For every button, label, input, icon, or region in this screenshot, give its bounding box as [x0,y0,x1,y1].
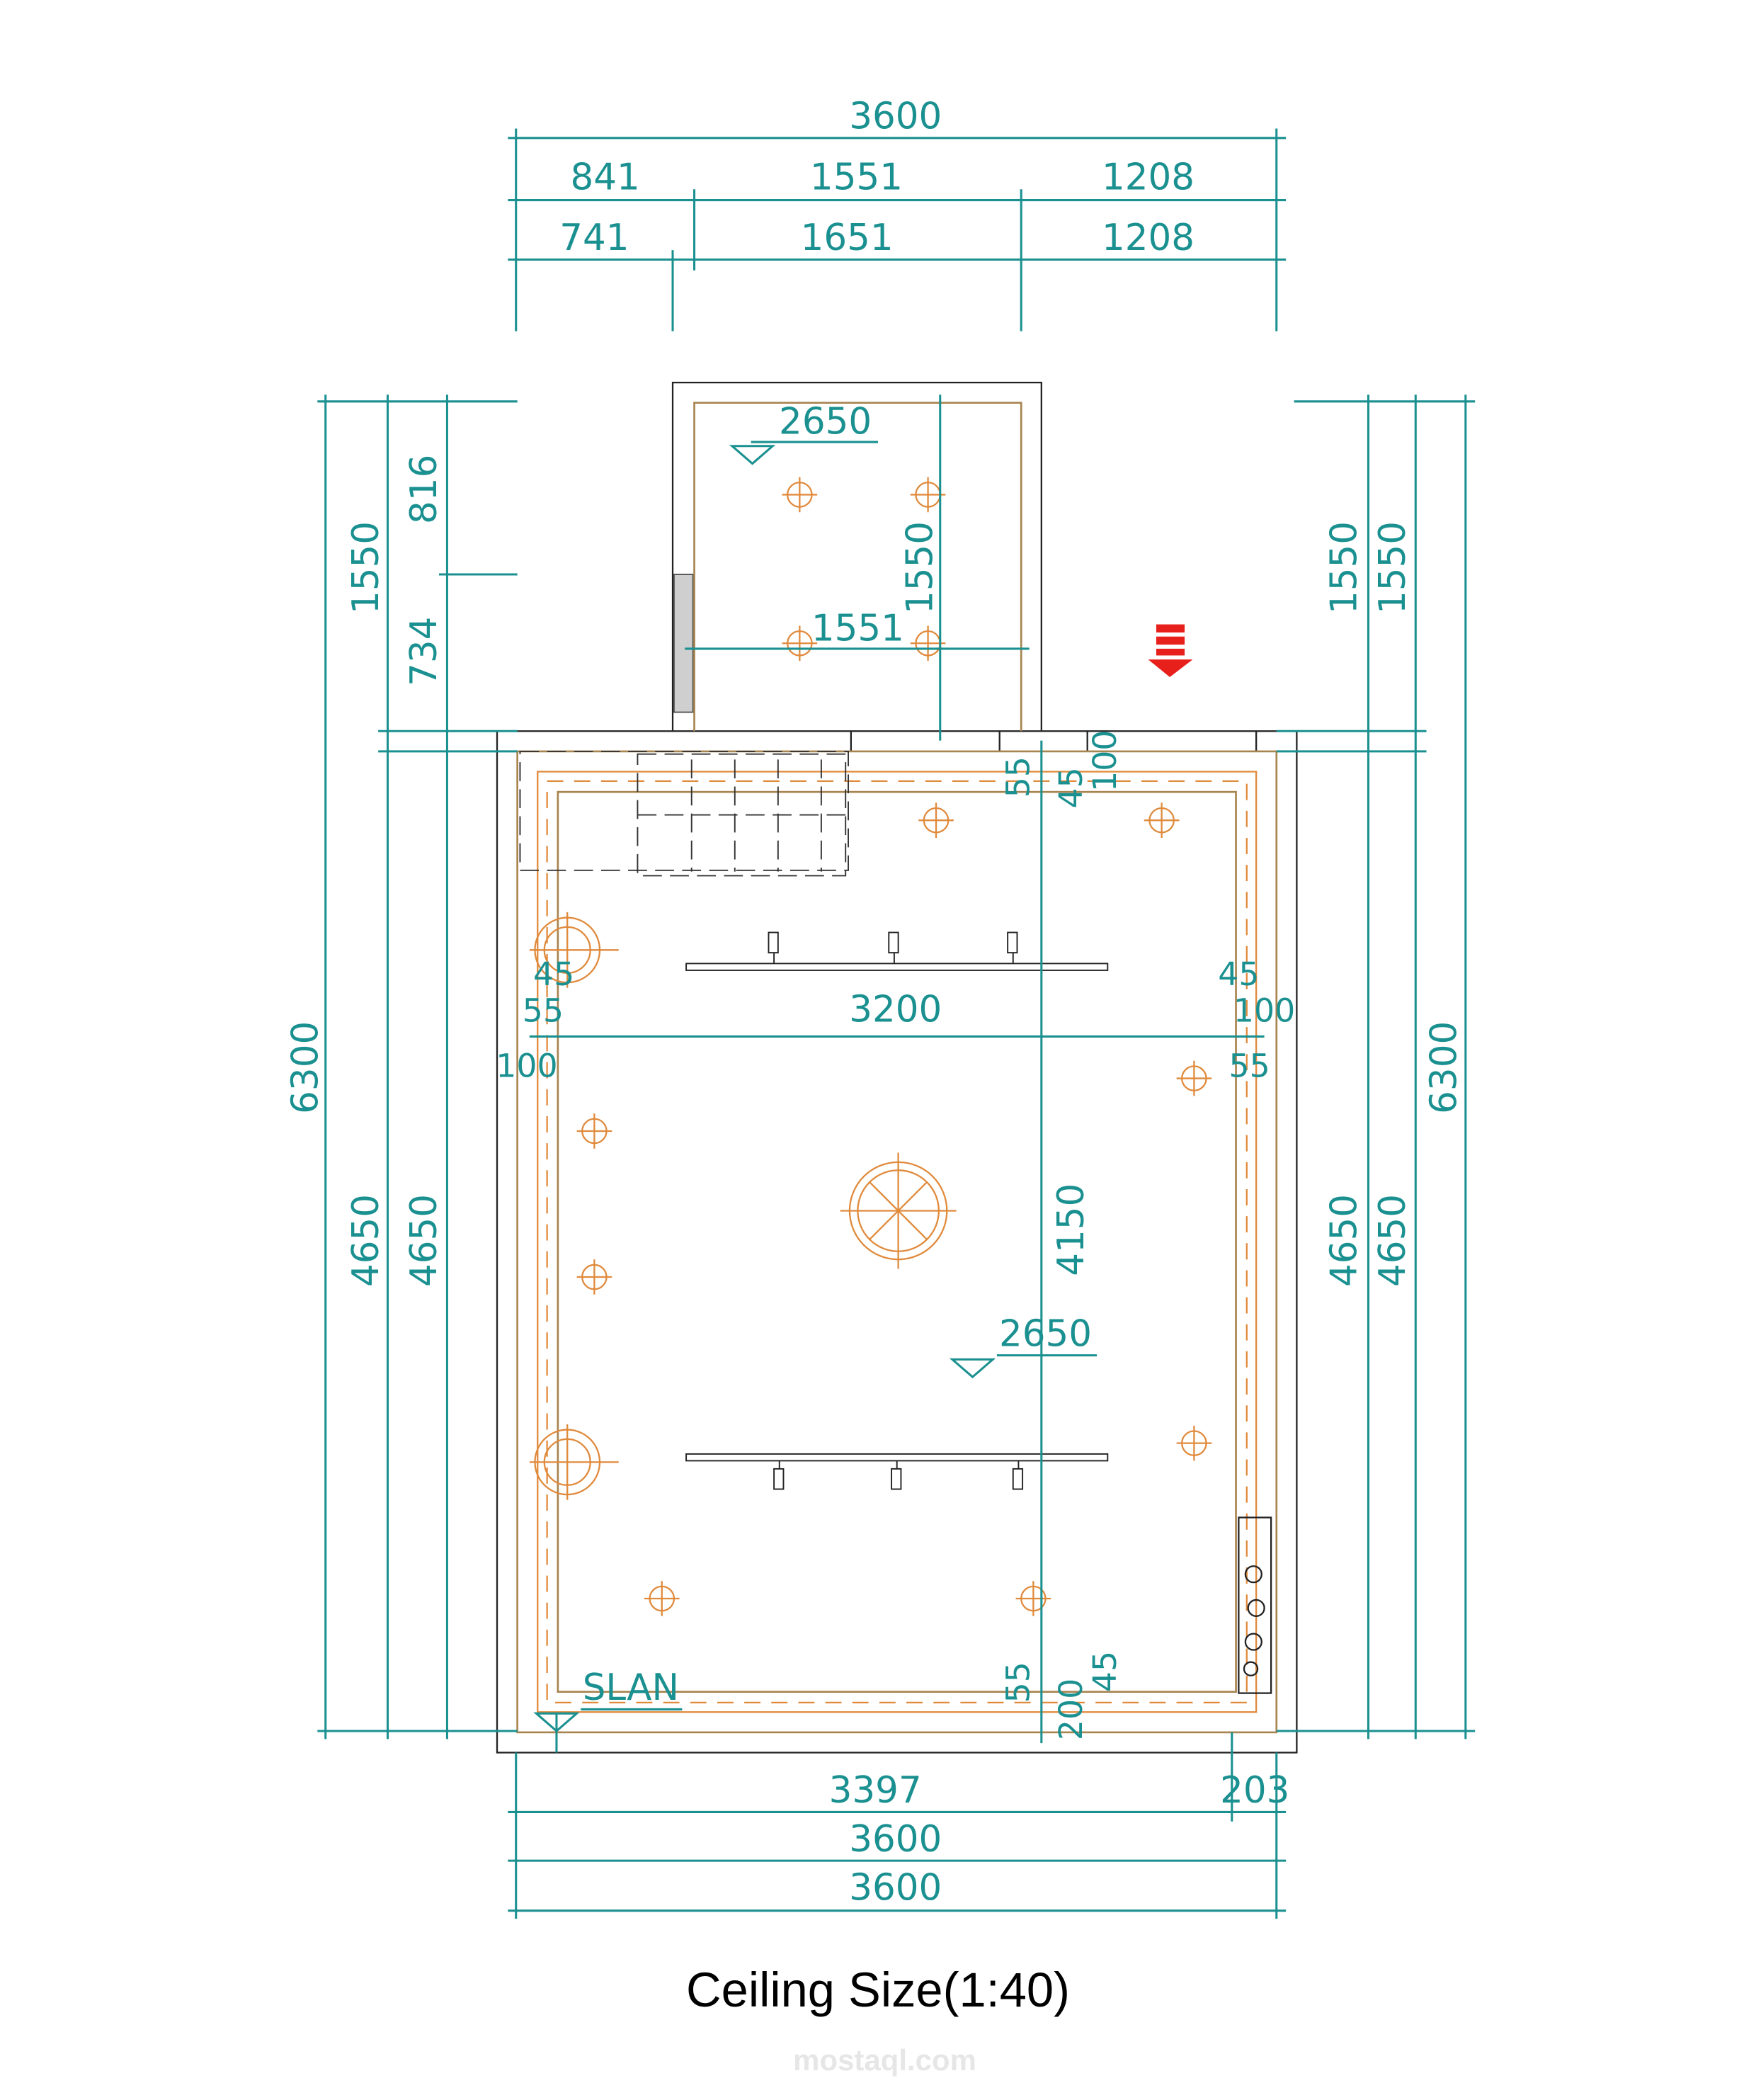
cabinet-outline [519,750,849,877]
left-offset-2: 55 [523,992,564,1029]
left-upper-b-dim: 734 [403,617,445,686]
downlight-icon [576,1259,612,1295]
right-lower-a-dim: 4650 [1323,1194,1365,1287]
downlight-icon [1015,1581,1051,1616]
alcove-depth-dim: 1550 [899,521,941,614]
downlight-icon [576,1113,612,1149]
left-offset-1: 45 [533,955,574,993]
walls [496,381,1298,1754]
room-dimension-lines [529,740,1265,1753]
top-dim-3: 1208 [1102,156,1195,198]
floor-level-mark: SLAN [583,1667,679,1709]
top-overall-dim: 3600 [849,95,942,137]
right-upper-a-dim: 1550 [1323,521,1365,614]
top-offset-1: 55 [1000,756,1037,798]
downlight-icon [918,802,954,838]
bottom-offset-3: 45 [1086,1651,1124,1692]
right-offset-1: 45 [1218,955,1259,993]
left-upper-a-dim: 816 [403,455,445,524]
alcove-dimension-lines [685,395,1030,741]
bottom-dimension-lines [508,1732,1287,1919]
left-upper-dim: 1550 [345,521,387,614]
watermark: mostaql.com [793,2043,976,2077]
alcove-height-mark: 2650 [779,401,872,443]
downlight-icon [1176,1060,1212,1096]
left-offset-3: 100 [496,1048,557,1085]
appliance-symbol [1238,1516,1272,1694]
room-depth-dim: 4150 [1050,1184,1093,1276]
room-width-dim: 3200 [849,988,942,1031]
downlight-icon [1144,802,1180,838]
bottom-dim-1: 3397 [829,1769,922,1812]
bottom-offset-2: 200 [1052,1679,1090,1740]
top-dim-1: 841 [570,156,639,198]
top-dim-5: 1651 [801,217,894,259]
downlight-icon [782,625,818,662]
room-height-mark: 2650 [999,1312,1092,1355]
right-offset-3: 55 [1228,1048,1270,1085]
downlight-icon [782,477,818,513]
left-dimension-lines [317,395,518,1739]
big-light-left-top [529,912,619,988]
right-lower-b-dim: 4650 [1372,1194,1414,1287]
alcove-width-dim: 1551 [811,607,904,649]
chandelier-icon [840,1152,957,1269]
bottom-dim-3: 3600 [849,1818,942,1861]
track-light-top [685,931,1109,971]
top-dim-4: 741 [559,217,629,259]
top-dim-2: 1551 [810,156,903,198]
left-lower-b-dim: 4650 [403,1194,445,1287]
right-offset-2: 100 [1233,992,1295,1029]
bottom-offset-1: 55 [1000,1662,1037,1703]
top-offset-3: 100 [1086,730,1124,792]
door-frame [673,574,694,713]
left-lower-a-dim: 4650 [345,1194,387,1287]
downlight-icon [1176,1425,1212,1461]
entrance-arrow-icon [1148,624,1193,677]
drawing-title: Ceiling Size(1:40) [686,1963,1070,2017]
top-offset-2: 45 [1052,767,1090,808]
right-overall-dim: 6300 [1423,1021,1465,1114]
track-light-bottom [685,1453,1109,1490]
bottom-dim-4: 3600 [849,1866,942,1909]
downlights [576,477,1212,1616]
top-dimension-lines [508,128,1287,331]
big-light-left-bottom [529,1424,619,1500]
top-dim-6: 1208 [1102,217,1195,259]
right-upper-b-dim: 1550 [1372,521,1414,614]
ceiling-outlines [516,402,1278,1734]
right-dimension-lines [1276,395,1476,1739]
left-overall-dim: 6300 [284,1021,326,1114]
bottom-dim-2: 203 [1220,1769,1289,1812]
downlight-icon [644,1581,680,1616]
